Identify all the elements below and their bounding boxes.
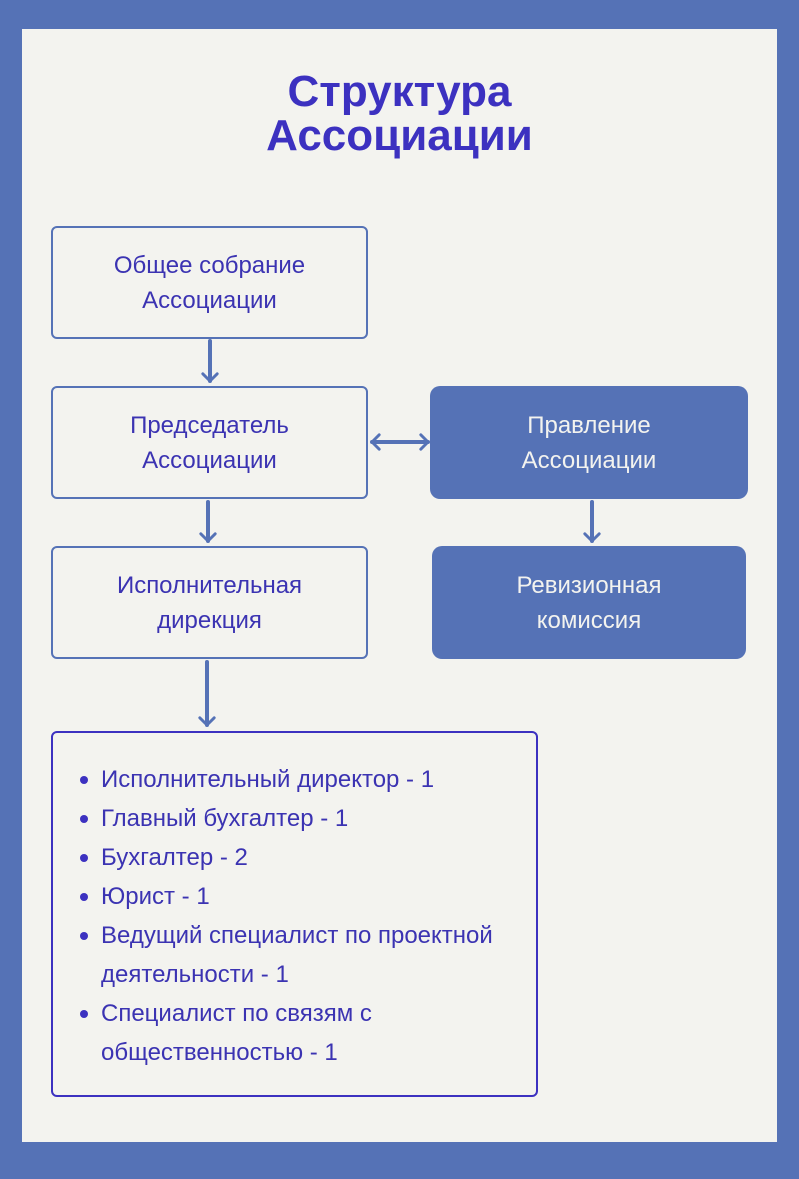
general-meeting-box: Общее собрание Ассоциации <box>51 226 368 339</box>
list-item-text: Юрист - 1 <box>101 883 210 910</box>
list-item: Юрист - 1 <box>77 877 517 916</box>
chairman-box: Председатель Ассоциации <box>51 386 368 499</box>
list-item-text: Главный бухгалтер - 1 <box>101 805 349 832</box>
audit-commission-box: Ревизионная комиссия <box>432 546 746 659</box>
list-item-text: Специалист по связям с общественностью -… <box>101 1000 372 1066</box>
general-meeting-line-1: Общее собрание <box>113 251 306 279</box>
staff-list-box: Исполнительный директор - 1 Главный бухг… <box>51 731 538 1097</box>
title-line-2: Ассоциации <box>266 111 533 160</box>
staff-list: Исполнительный директор - 1 Главный бухг… <box>77 760 517 1072</box>
board-line-2: Ассоциации <box>521 446 657 474</box>
bullet-icon <box>80 854 88 862</box>
executive-directorate-box: Исполнительная дирекция <box>51 546 368 659</box>
audit-line-2: комиссия <box>536 606 642 634</box>
chairman-line-1: Председатель <box>130 411 289 439</box>
diagram-title: Структура Ассоциации <box>0 70 799 158</box>
list-item: Бухгалтер - 2 <box>77 838 517 877</box>
audit-line-1: Ревизионная <box>516 571 662 599</box>
chairman-line-2: Ассоциации <box>142 446 277 474</box>
list-item-text: Исполнительный директор - 1 <box>101 766 435 793</box>
executive-line-2: дирекция <box>157 606 262 634</box>
list-item: Специалист по связям с общественностью -… <box>77 994 517 1072</box>
bullet-icon <box>80 776 88 784</box>
list-item-text: Бухгалтер - 2 <box>101 844 248 871</box>
board-line-1: Правление <box>527 411 651 439</box>
title-line-1: Структура <box>287 67 512 116</box>
list-item-text: Ведущий специалист по проектной деятельн… <box>101 922 493 988</box>
list-item: Главный бухгалтер - 1 <box>77 799 517 838</box>
bullet-icon <box>80 815 88 823</box>
bullet-icon <box>80 1010 88 1018</box>
board-box: Правление Ассоциации <box>430 386 748 499</box>
executive-line-1: Исполнительная <box>116 571 303 599</box>
general-meeting-line-2: Ассоциации <box>142 286 277 314</box>
list-item: Исполнительный директор - 1 <box>77 760 517 799</box>
list-item: Ведущий специалист по проектной деятельн… <box>77 916 517 994</box>
bullet-icon <box>80 932 88 940</box>
bullet-icon <box>80 893 88 901</box>
